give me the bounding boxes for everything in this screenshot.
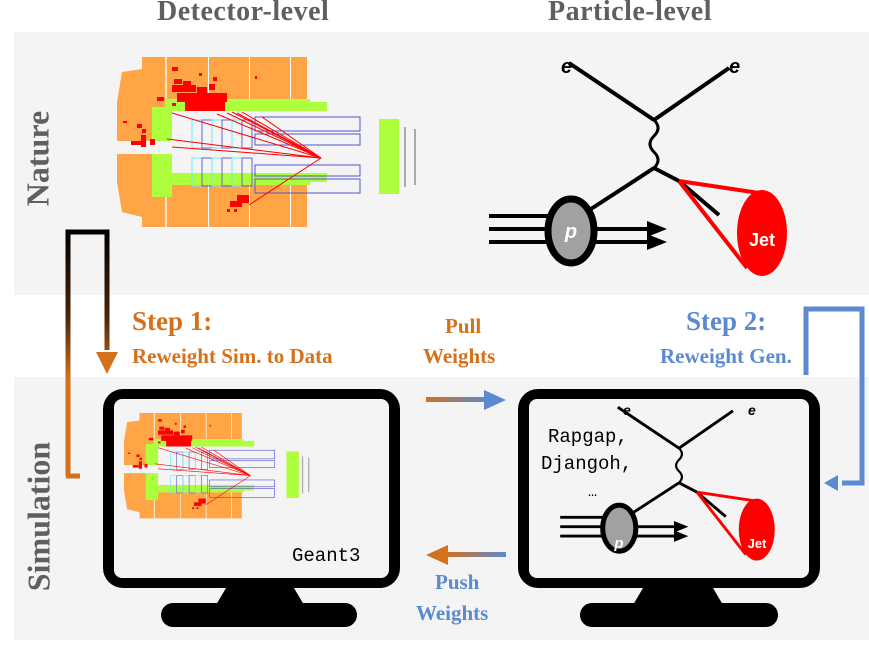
geant3-label: Geant3	[292, 545, 360, 567]
step2-loop-arrow	[803, 306, 865, 491]
push-label-line2: Weights	[416, 601, 489, 625]
push-label-line1: Push	[435, 570, 480, 594]
pull-weights-arrow	[426, 390, 506, 410]
proton-label-sim: p	[613, 535, 623, 552]
jet-label: Jet	[749, 230, 775, 250]
step2-subtitle: Reweight Gen.	[660, 344, 792, 368]
push-weights-arrow	[426, 545, 506, 565]
generator-name-rapgap: Rapgap,	[548, 426, 628, 448]
detector-event-display-nature	[116, 56, 417, 228]
electron-label-sim-out: e	[748, 402, 756, 418]
monitor-generator	[518, 389, 820, 627]
electron-label-sim-in: e	[623, 402, 631, 418]
step2-title: Step 2:	[686, 306, 767, 336]
step1-title: Step 1:	[132, 306, 213, 336]
step1-loop-arrow	[65, 229, 118, 479]
proton-label: p	[564, 221, 577, 243]
feynman-diagram-nature	[489, 63, 787, 276]
pull-label-line1: Pull	[445, 314, 482, 338]
pull-label-line2: Weights	[423, 344, 496, 368]
generator-name-ellipsis: …	[588, 484, 597, 501]
jet-label-sim: Jet	[748, 536, 767, 551]
column-title-detector-level: Detector-level	[157, 0, 330, 27]
electron-label-in: e	[561, 56, 572, 78]
column-title-particle-level: Particle-level	[548, 0, 713, 27]
electron-label-out: e	[729, 56, 740, 78]
generator-name-djangoh: Djangoh,	[541, 453, 632, 475]
step1-subtitle: Reweight Sim. to Data	[132, 344, 333, 368]
